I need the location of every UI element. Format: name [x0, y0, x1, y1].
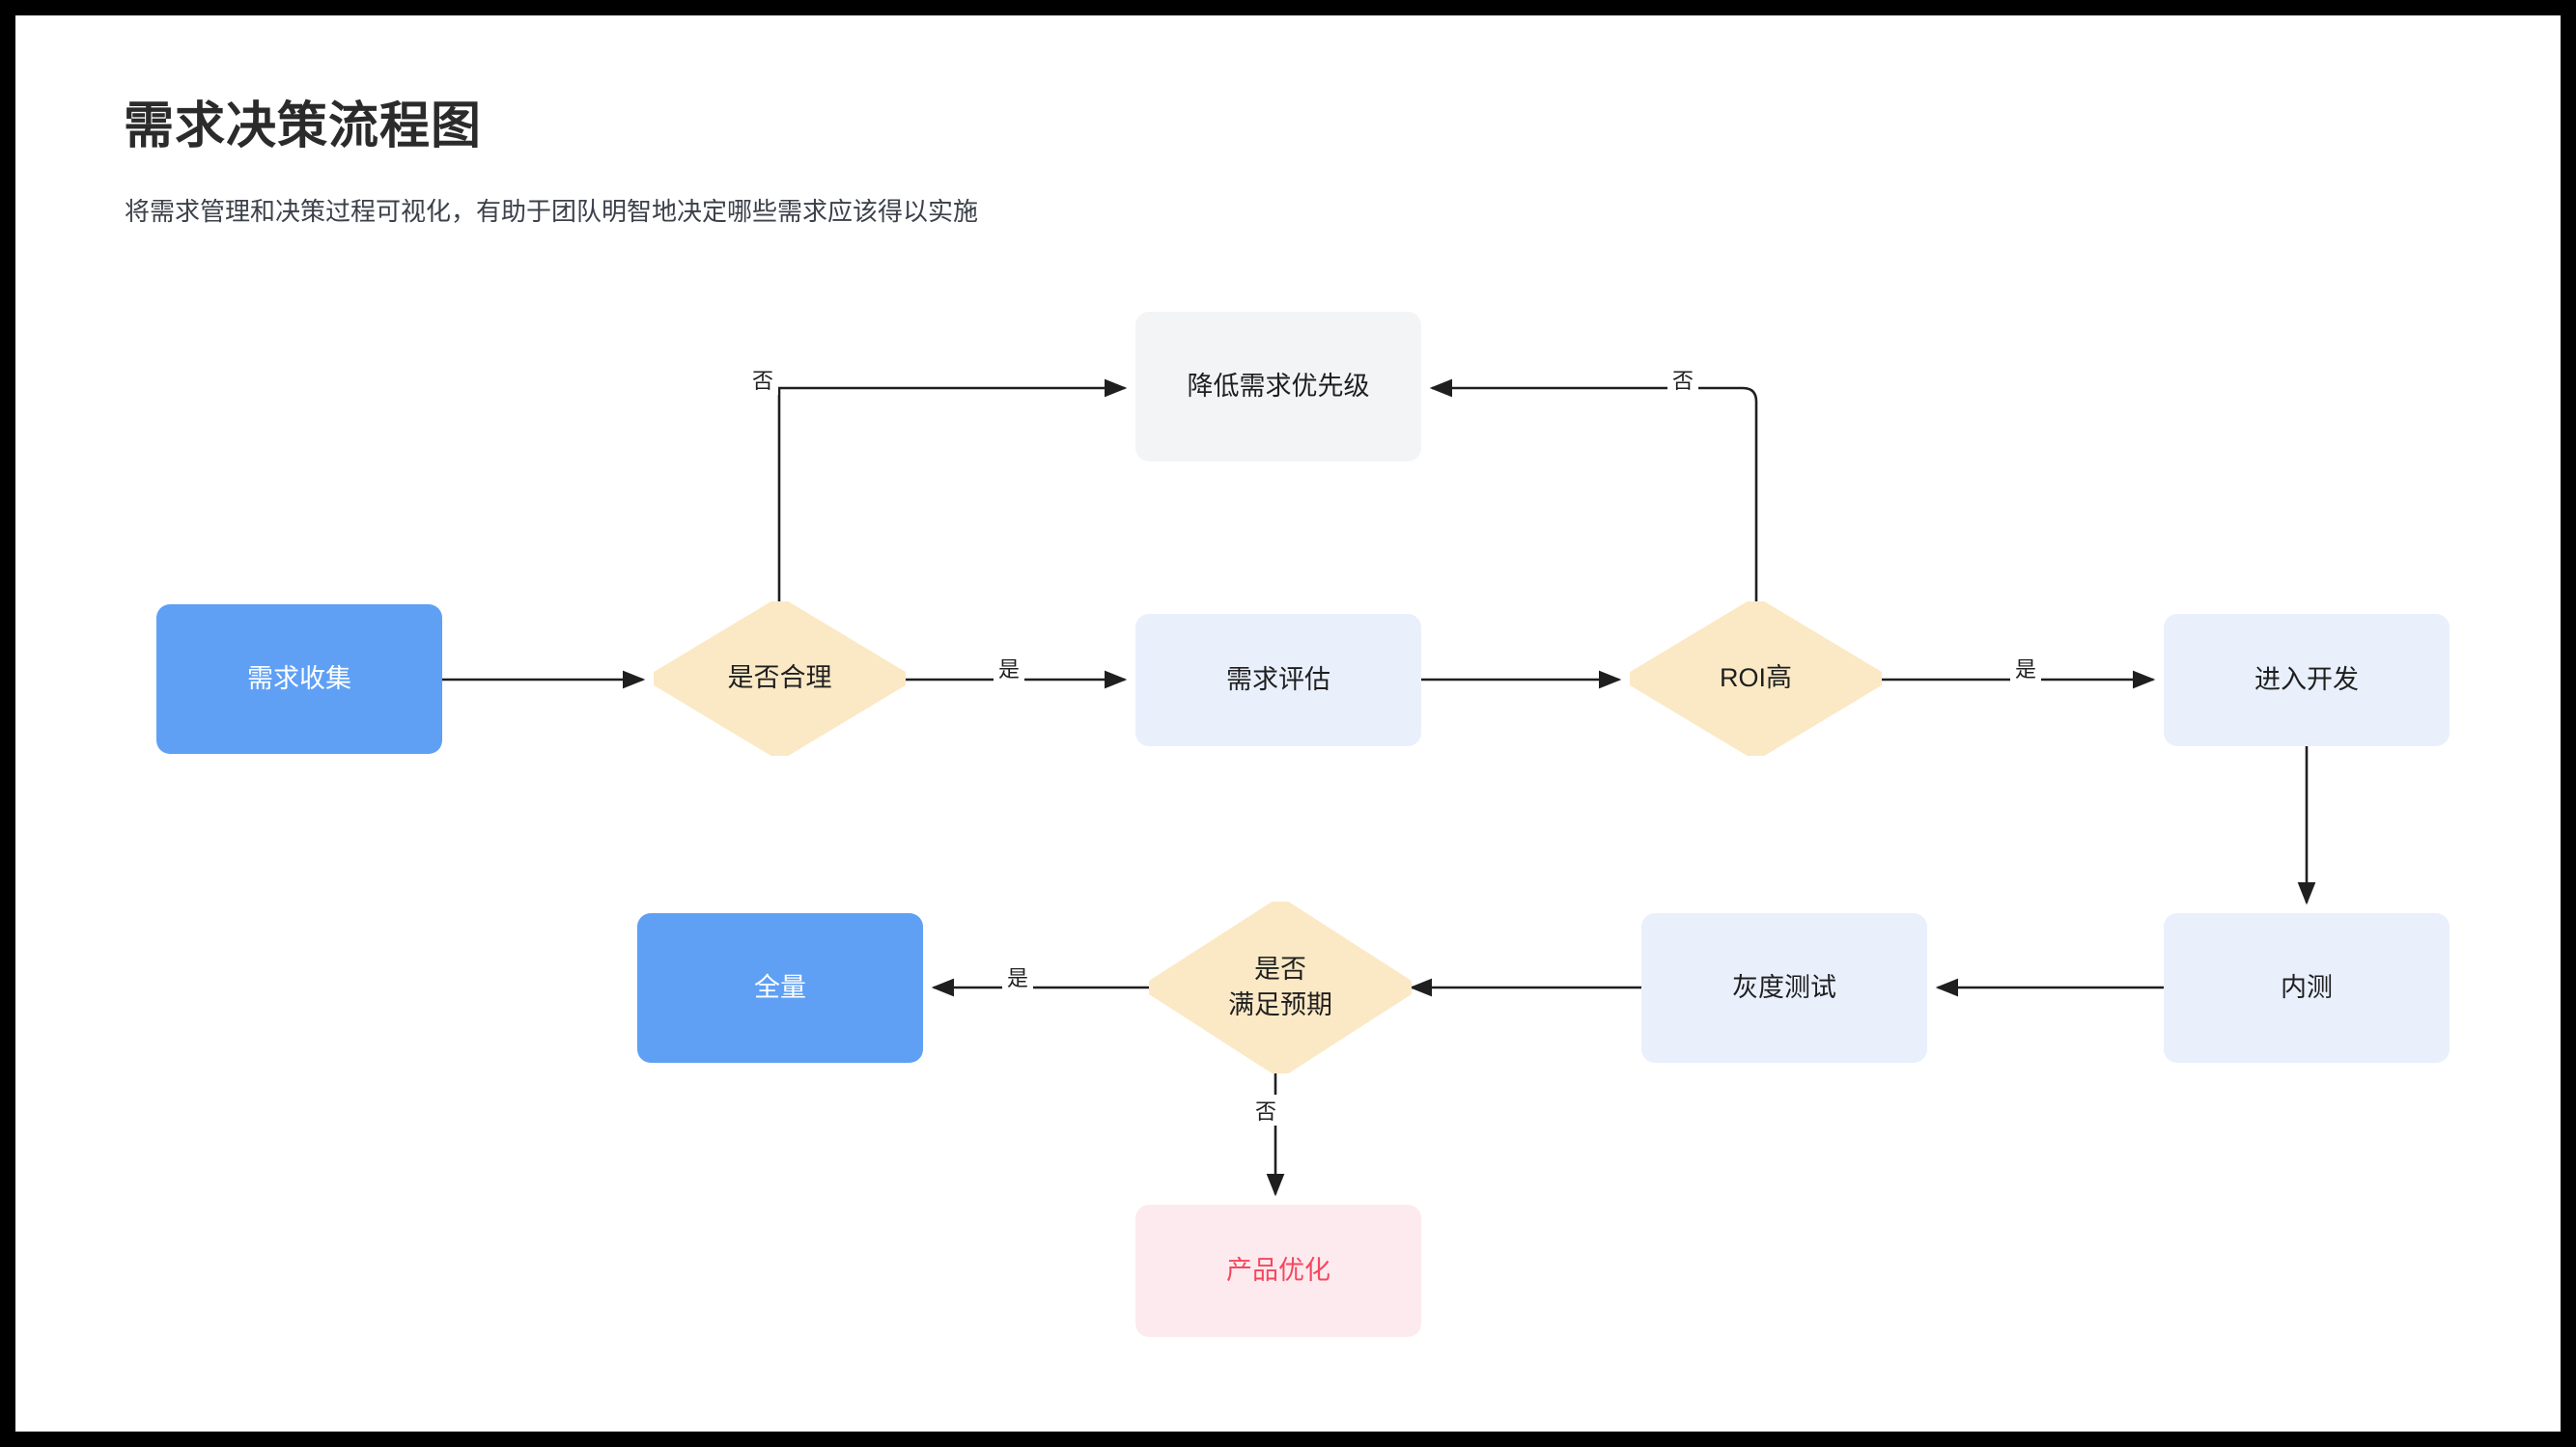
node-roi[interactable]: ROI高	[1630, 601, 1882, 756]
node-reasonable-label: 是否合理	[727, 663, 832, 693]
node-gray-test[interactable]: 灰度测试	[1641, 913, 1927, 1063]
node-roi-label: ROI高	[1719, 663, 1792, 693]
node-dev[interactable]: 进入开发	[2164, 614, 2450, 746]
node-collect[interactable]: 需求收集	[156, 604, 442, 754]
diagram-canvas: 需求决策流程图 将需求管理和决策过程可视化，有助于团队明智地决定哪些需求应该得以…	[15, 15, 2561, 1432]
page-subtitle: 将需求管理和决策过程可视化，有助于团队明智地决定哪些需求应该得以实施	[125, 197, 979, 226]
page-title: 需求决策流程图	[124, 98, 483, 154]
node-full-release[interactable]: 全量	[637, 913, 923, 1063]
edge-reasonable-to-lower	[777, 378, 1128, 601]
node-internal-test[interactable]: 内测	[2164, 913, 2450, 1063]
edge-label-no-reasonable: 否	[747, 364, 779, 395]
node-evaluate[interactable]: 需求评估	[1135, 614, 1421, 746]
edge-roi-to-lower	[1429, 378, 1758, 601]
node-optimize[interactable]: 产品优化	[1135, 1205, 1421, 1337]
edge-label-yes-roi: 是	[2010, 653, 2042, 683]
node-expect[interactable]: 是否 满足预期	[1149, 902, 1412, 1073]
diamond-shape-reasonable	[654, 601, 906, 756]
flow-edges	[442, 378, 2316, 1197]
diamond-shape-expect	[1149, 902, 1412, 1073]
edge-label-yes-expect: 是	[1002, 961, 1034, 992]
edge-label-yes-reasonable: 是	[994, 653, 1025, 683]
node-lower-priority[interactable]: 降低需求优先级	[1135, 312, 1421, 461]
node-reasonable[interactable]: 是否合理	[654, 601, 906, 756]
diamond-shape-roi	[1630, 601, 1882, 756]
node-expect-label: 是否 满足预期	[1228, 954, 1332, 1019]
edge-label-no-expect: 否	[1250, 1095, 1282, 1126]
edge-label-no-roi: 否	[1667, 364, 1699, 395]
